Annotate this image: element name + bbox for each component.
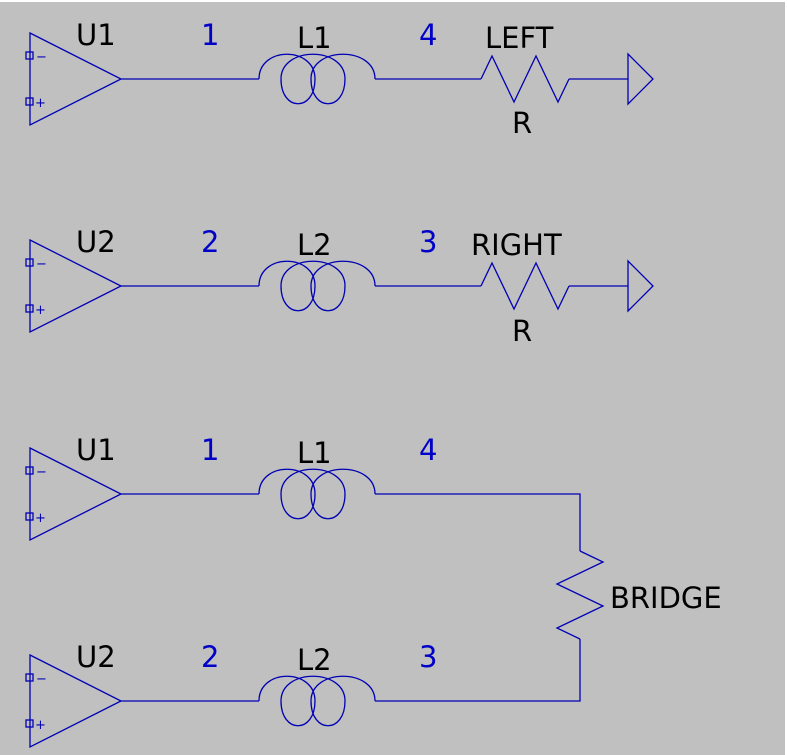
bridge-net-label-1: 1 <box>201 433 219 467</box>
opamp-u2-icon[interactable]: − + <box>25 238 123 334</box>
resistor-right-label: RIGHT <box>471 228 562 262</box>
inductor-l1-bridge-label: L1 <box>297 436 332 470</box>
opamp-u2-label: U2 <box>76 225 116 259</box>
inductor-l1-bridge-icon[interactable] <box>258 468 376 520</box>
resistor-right-value: R <box>512 314 532 348</box>
resistor-bridge-label: BRIDGE <box>610 581 722 615</box>
net-label-4: 4 <box>419 18 437 52</box>
opamp-u1-label: U1 <box>76 18 116 52</box>
resistor-right-icon[interactable] <box>480 261 570 311</box>
net-label-3: 3 <box>419 225 437 259</box>
opamp-u2-plus-pin: + <box>35 303 46 318</box>
net-label-1: 1 <box>201 18 219 52</box>
wire-bridge-bottom[interactable] <box>375 639 581 702</box>
resistor-left-icon[interactable] <box>480 54 570 104</box>
opamp-u1-plus-pin: + <box>35 96 46 111</box>
opamp-u1-bridge-minus-pin: − <box>36 465 47 480</box>
inductor-l2-icon[interactable] <box>258 260 376 312</box>
opamp-u1-icon[interactable]: − + <box>25 31 123 127</box>
inductor-l2-bridge-label: L2 <box>297 643 332 677</box>
port-right-arrow-icon[interactable] <box>627 259 654 313</box>
opamp-u2-bridge-plus-pin: + <box>35 718 46 733</box>
resistor-bridge-icon[interactable] <box>555 550 605 640</box>
inductor-l1-icon[interactable] <box>258 53 376 105</box>
inductor-l1-label: L1 <box>297 21 332 55</box>
opamp-u2-bridge-icon[interactable]: − + <box>25 653 123 749</box>
opamp-u1-minus-pin: − <box>36 50 47 65</box>
opamp-u1-bridge-label: U1 <box>76 433 116 467</box>
net-label-2: 2 <box>201 225 219 259</box>
resistor-left-label: LEFT <box>485 21 554 55</box>
bridge-net-label-2: 2 <box>201 640 219 674</box>
opamp-u1-bridge-plus-pin: + <box>35 511 46 526</box>
inductor-l2-bridge-icon[interactable] <box>258 675 376 727</box>
wire-bridge-top[interactable] <box>375 493 581 551</box>
port-left-arrow-icon[interactable] <box>627 52 654 106</box>
opamp-u2-minus-pin: − <box>36 257 47 272</box>
circuit-bridge: − + U1 1 L1 4 − + U2 2 L2 3 BRIDGE <box>25 433 722 749</box>
inductor-l2-label: L2 <box>297 228 332 262</box>
opamp-u2-bridge-minus-pin: − <box>36 672 47 687</box>
opamp-u2-bridge-label: U2 <box>76 640 116 674</box>
circuit-left: − + U1 1 L1 4 LEFT R <box>25 18 654 140</box>
resistor-left-value: R <box>512 106 532 140</box>
bridge-net-label-3: 3 <box>419 640 437 674</box>
opamp-u1-bridge-icon[interactable]: − + <box>25 446 123 542</box>
bridge-net-label-4: 4 <box>419 433 437 467</box>
circuit-right: − + U2 2 L2 3 RIGHT R <box>25 225 654 348</box>
